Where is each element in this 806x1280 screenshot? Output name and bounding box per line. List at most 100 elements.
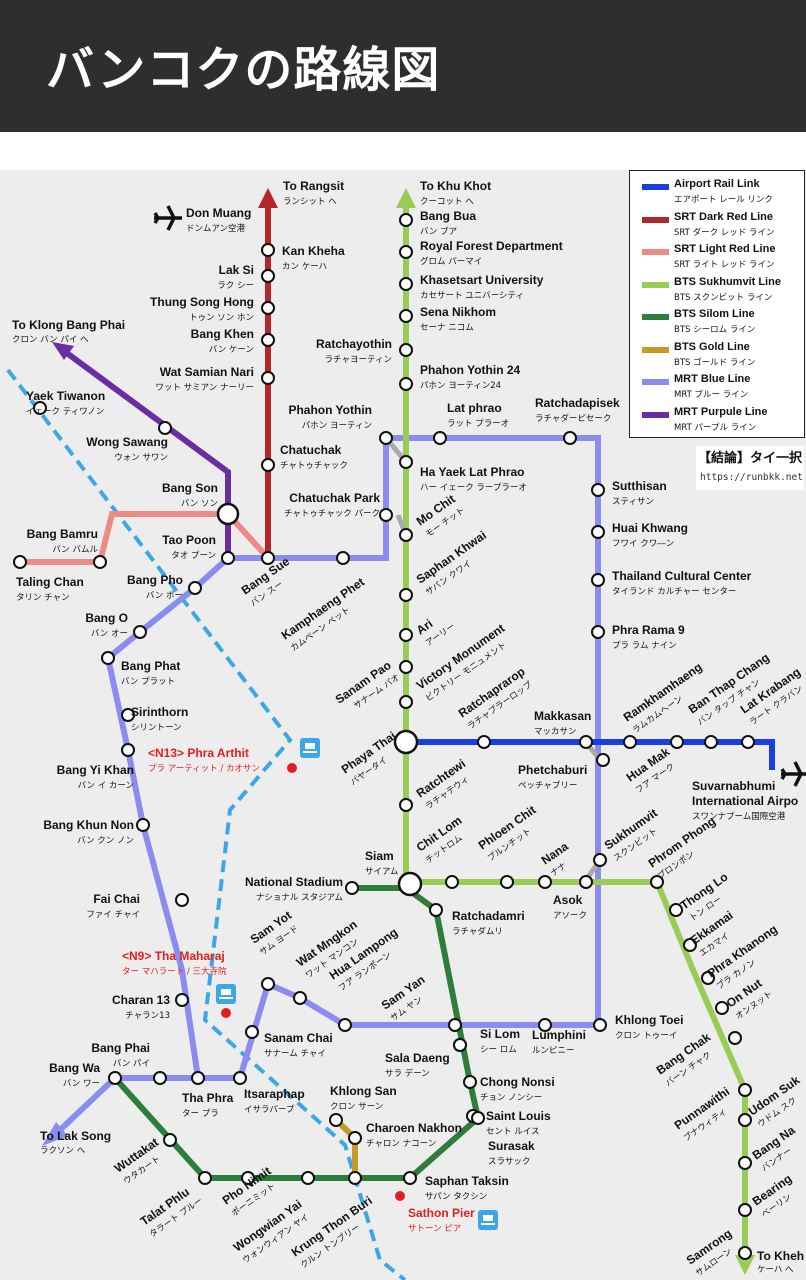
station-huaikhwang[interactable] (591, 525, 605, 539)
station-itsaraphap[interactable] (233, 1071, 247, 1085)
station-samrong[interactable] (738, 1246, 752, 1260)
station-charoennakhon[interactable] (348, 1131, 362, 1145)
route-map-svg[interactable]: To Rangsit ランシット へ To Khu Khot クーコット へ T… (0, 170, 806, 1280)
station-bangson[interactable] (216, 502, 240, 526)
station-makkasan[interactable] (579, 735, 593, 749)
station-bangphai[interactable] (153, 1071, 167, 1085)
station-talatphlu[interactable] (198, 1171, 212, 1185)
station-bangsue[interactable] (261, 551, 275, 565)
station-bangkhunnon[interactable] (136, 818, 150, 832)
station-phayathai[interactable] (393, 729, 419, 755)
station-ratchadamri[interactable] (429, 903, 443, 917)
route-map[interactable]: To Rangsit ランシット へ To Khu Khot クーコット へ T… (0, 170, 806, 1280)
station-bango[interactable] (133, 625, 147, 639)
station-phahonyothin[interactable] (379, 431, 393, 445)
station-surasak[interactable] (471, 1111, 485, 1125)
pier-marker[interactable] (221, 1008, 231, 1018)
station-samyot[interactable] (261, 977, 275, 991)
station-onnut[interactable] (715, 1001, 729, 1015)
station-bangchak[interactable] (728, 1031, 742, 1045)
station-nationalstadium[interactable] (345, 881, 359, 895)
station-charan13[interactable] (175, 993, 189, 1007)
station-khlongtoei[interactable] (593, 1018, 607, 1032)
station-laksi[interactable] (261, 269, 275, 283)
station-mochit[interactable] (399, 528, 413, 542)
station-samyan[interactable] (448, 1018, 462, 1032)
pier-marker[interactable] (395, 1191, 405, 1201)
station-saphankhwai[interactable] (399, 588, 413, 602)
station-chatuchakpark[interactable] (379, 508, 393, 522)
station-kasetsart[interactable] (399, 277, 413, 291)
station-chitlom[interactable] (445, 875, 459, 889)
station-asok[interactable] (579, 875, 593, 889)
station-ratchayothin[interactable] (399, 343, 413, 357)
station-bangna[interactable] (738, 1156, 752, 1170)
station-phrakhanong[interactable] (701, 971, 715, 985)
station-bearing[interactable] (738, 1203, 752, 1217)
station-bangkhen[interactable] (261, 333, 275, 347)
station-latkrabang[interactable] (704, 735, 718, 749)
station-ratchadapisek[interactable] (563, 431, 577, 445)
station-ekkamai[interactable] (683, 938, 697, 952)
station-taopoon[interactable] (221, 551, 235, 565)
station-royalforest[interactable] (399, 245, 413, 259)
station-chongnonsi[interactable] (463, 1075, 477, 1089)
station-ramkhamhaeng[interactable] (623, 735, 637, 749)
station-phloenchit[interactable] (500, 875, 514, 889)
station-faichai[interactable] (175, 893, 189, 907)
station-bangwa[interactable] (108, 1071, 122, 1085)
station-victorymonument[interactable] (399, 695, 413, 709)
station-khlongsan[interactable] (329, 1113, 343, 1127)
station-label-phrarama9[interactable]: Phra Rama 9プラ ラム ナイン (612, 623, 685, 651)
station-kankheha[interactable] (261, 243, 275, 257)
station-senanikhom[interactable] (399, 309, 413, 323)
station-sirinthorn[interactable] (121, 708, 135, 722)
station-sanamchai[interactable] (245, 1025, 259, 1039)
station-watsamiannari[interactable] (261, 371, 275, 385)
station-bangyikhan[interactable] (121, 743, 135, 757)
station-phonimit[interactable] (241, 1171, 255, 1185)
station-krungthonburi[interactable] (348, 1171, 362, 1185)
station-huamak[interactable] (741, 735, 755, 749)
station-punnawithi[interactable] (738, 1083, 752, 1097)
station-phrarama9[interactable] (591, 625, 605, 639)
